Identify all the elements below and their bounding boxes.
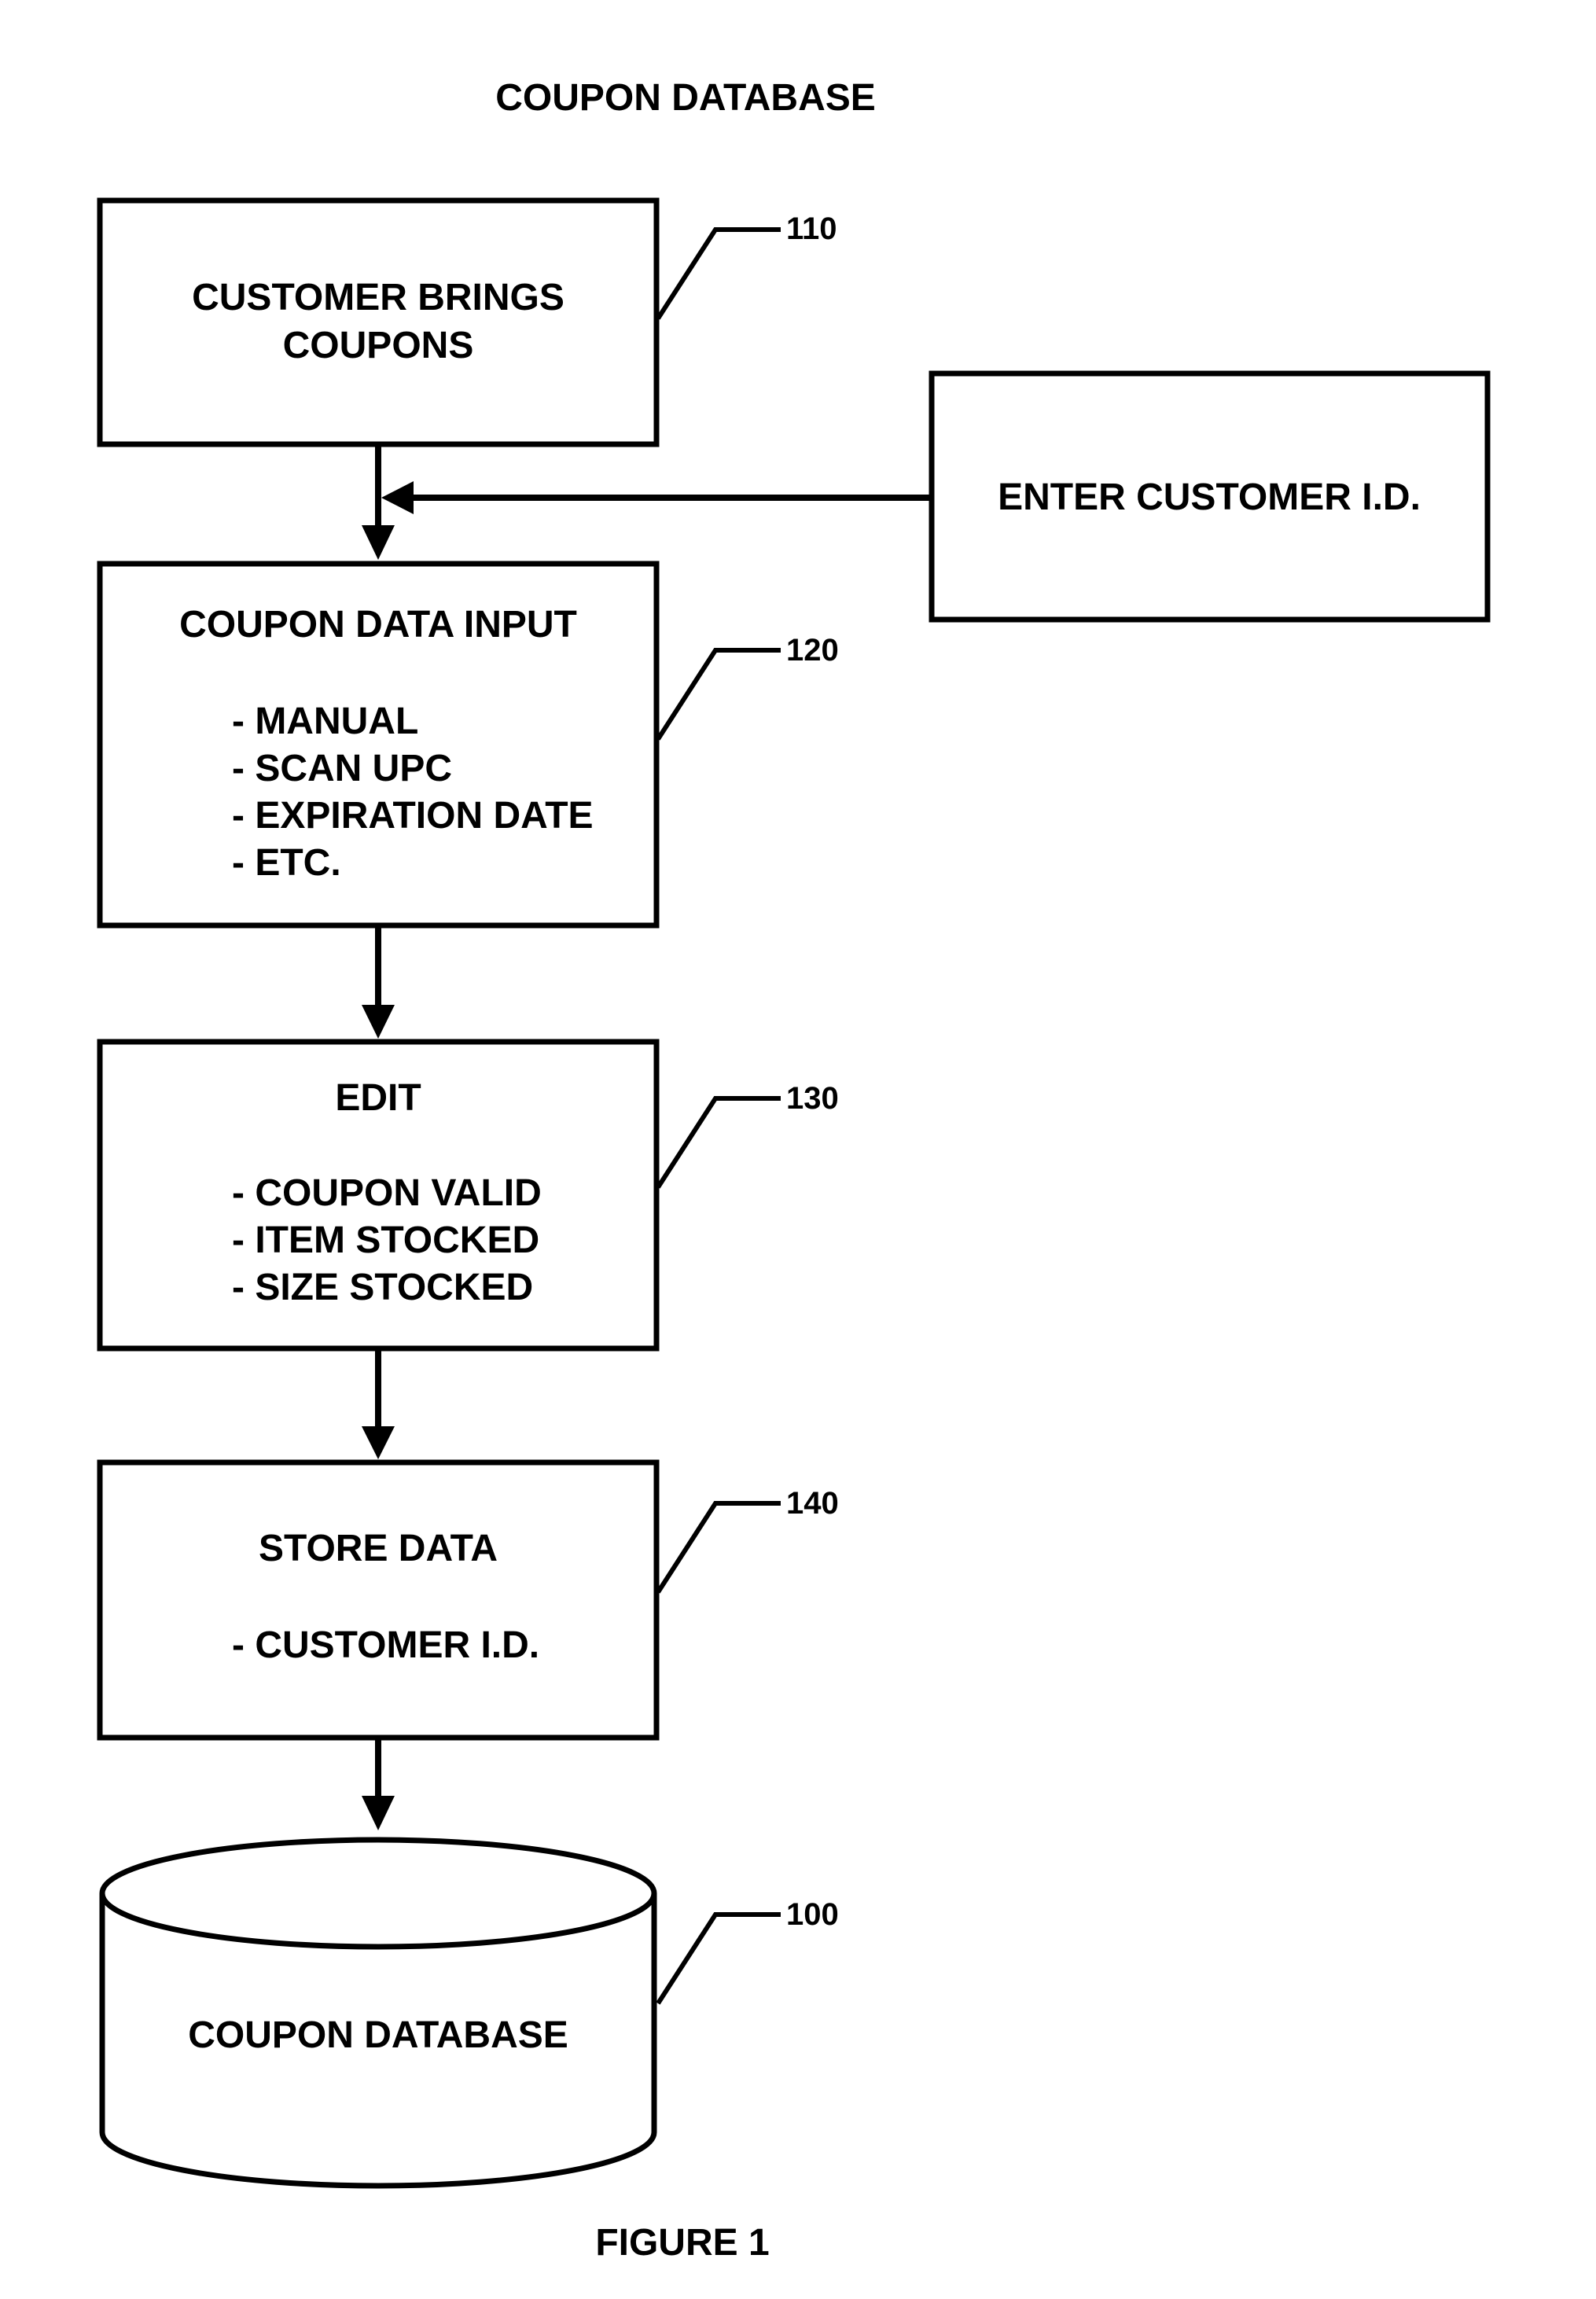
database-cylinder-top <box>102 1840 654 1947</box>
arrow-head <box>381 481 414 514</box>
ref-label-110: 110 <box>786 212 837 246</box>
node-coupon-data-input-heading: COUPON DATA INPUT <box>179 604 577 646</box>
node-coupon-data-input-item: - EXPIRATION DATE <box>232 795 594 837</box>
ref-label-140: 140 <box>786 1486 839 1521</box>
ref-label-130-group: 130 <box>658 1081 839 1187</box>
node-store-data: STORE DATA - CUSTOMER I.D. <box>100 1462 656 1738</box>
figure-caption: FIGURE 1 <box>595 2222 769 2264</box>
ref-label-120: 120 <box>786 633 839 668</box>
node-edit-item: - SIZE STOCKED <box>232 1267 533 1308</box>
node-customer-brings-box <box>100 200 656 444</box>
ref-label-140-group: 140 <box>658 1486 839 1592</box>
ref-leader-100 <box>658 1915 781 2003</box>
node-customer-brings-line-2: COUPONS <box>283 325 474 366</box>
node-coupon-data-input-item: - ETC. <box>232 842 341 884</box>
ref-label-110-group: 110 <box>658 212 837 318</box>
node-coupon-database: COUPON DATABASE <box>102 1840 654 2186</box>
node-coupon-data-input-item: - MANUAL <box>232 701 418 742</box>
ref-leader-140 <box>658 1503 781 1592</box>
node-enter-customer-id: ENTER CUSTOMER I.D. <box>932 373 1488 620</box>
arrow-enter-id-to-input <box>381 481 932 514</box>
node-store-data-box <box>100 1462 656 1738</box>
ref-leader-120 <box>658 650 781 739</box>
node-coupon-data-input-item: - SCAN UPC <box>232 748 452 789</box>
node-edit-item: - COUPON VALID <box>232 1172 542 1214</box>
node-coupon-database-label: COUPON DATABASE <box>188 2014 568 2056</box>
arrow-head <box>362 1796 395 1830</box>
node-enter-customer-id-label: ENTER CUSTOMER I.D. <box>998 476 1421 518</box>
ref-label-130: 130 <box>786 1081 839 1116</box>
node-customer-brings-coupons: CUSTOMER BRINGS COUPONS <box>100 200 656 444</box>
node-customer-brings-line-1: CUSTOMER BRINGS <box>192 277 564 318</box>
node-edit-item: - ITEM STOCKED <box>232 1219 539 1261</box>
arrow-head <box>362 1426 395 1459</box>
arrow-customer-brings-to-input <box>362 444 395 560</box>
ref-label-100: 100 <box>786 1897 839 1932</box>
arrow-edit-to-store <box>362 1348 395 1459</box>
page-title: COUPON DATABASE <box>495 77 876 119</box>
node-edit-heading: EDIT <box>335 1077 421 1119</box>
ref-leader-130 <box>658 1098 781 1187</box>
node-coupon-data-input: COUPON DATA INPUT - MANUAL - SCAN UPC - … <box>100 564 656 925</box>
arrow-head <box>362 1005 395 1039</box>
node-edit: EDIT - COUPON VALID - ITEM STOCKED - SIZ… <box>100 1042 656 1348</box>
arrow-input-to-edit <box>362 925 395 1039</box>
arrow-store-to-database <box>362 1738 395 1830</box>
ref-label-100-group: 100 <box>658 1897 839 2003</box>
node-store-data-heading: STORE DATA <box>259 1528 498 1569</box>
node-store-data-item: - CUSTOMER I.D. <box>232 1624 539 1666</box>
ref-label-120-group: 120 <box>658 633 839 739</box>
ref-leader-110 <box>658 230 781 318</box>
arrow-head <box>362 525 395 560</box>
